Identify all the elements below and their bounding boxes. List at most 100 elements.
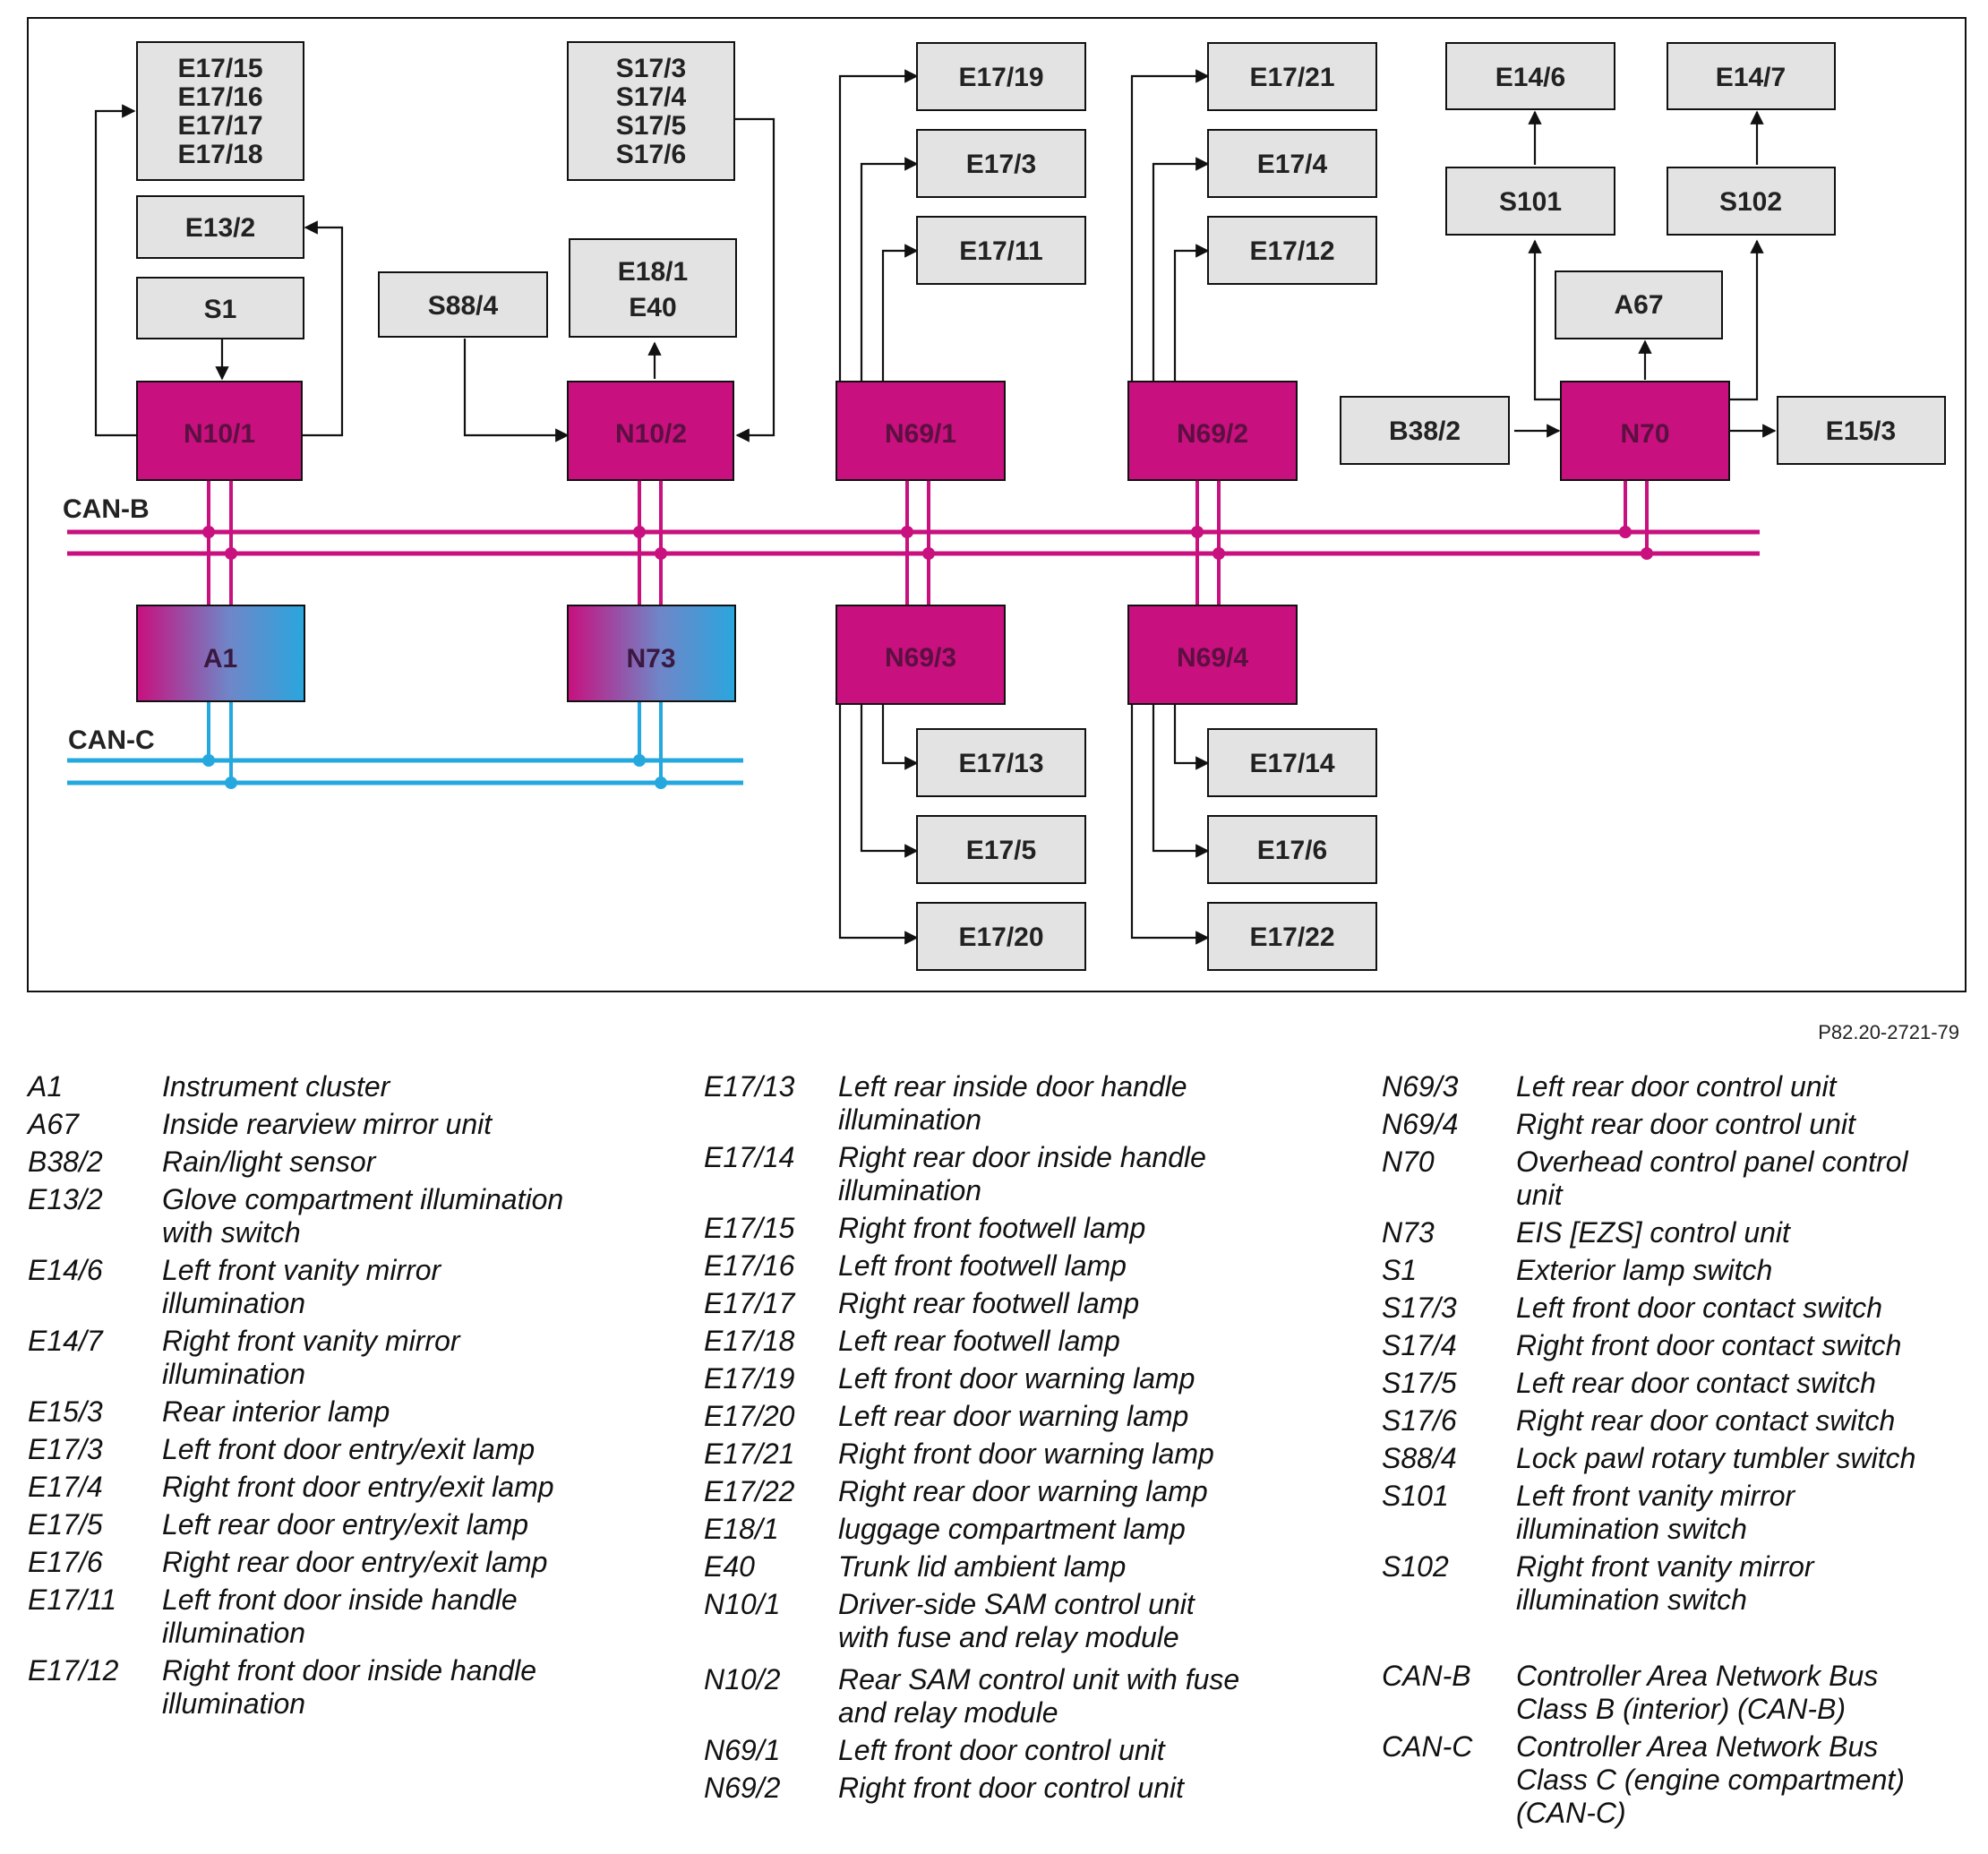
legend-description: Exterior lamp switch xyxy=(1516,1254,1773,1286)
figure-code: P82.20-2721-79 xyxy=(1818,1021,1959,1043)
legend-description: Right rear door contact switch xyxy=(1516,1404,1896,1437)
box-e17-3: E17/3 xyxy=(916,129,1086,198)
legend-code: S102 xyxy=(1382,1550,1449,1583)
legend-row: E17/19 Left front door warning lamp xyxy=(704,1362,1367,1395)
box-e17-15-group: E17/15 E17/16 E17/17 E17/18 xyxy=(136,41,304,181)
legend-code: A1 xyxy=(28,1070,64,1103)
svg-text:N69/1: N69/1 xyxy=(885,419,956,449)
svg-text:E17/5: E17/5 xyxy=(966,836,1036,865)
can-b-label: CAN-B xyxy=(63,494,150,524)
svg-text:E40: E40 xyxy=(629,293,676,322)
svg-text:E14/6: E14/6 xyxy=(1495,63,1565,92)
legend-description: Driver-side SAM control unit with fuse a… xyxy=(838,1588,1195,1653)
box-e17-20: E17/20 xyxy=(916,902,1086,971)
box-s17-group: S17/3 S17/4 S17/5 S17/6 xyxy=(567,41,735,181)
unit-n10-1: N10/1 xyxy=(136,381,303,481)
legend-description: Glove compartment illumination with swit… xyxy=(162,1183,564,1249)
legend-code: S1 xyxy=(1382,1254,1418,1286)
svg-text:S17/5: S17/5 xyxy=(616,111,686,141)
can-c-stubs xyxy=(207,701,663,783)
signal-lines xyxy=(94,69,1777,945)
legend-code: E17/12 xyxy=(28,1654,119,1687)
legend-code: S101 xyxy=(1382,1480,1449,1512)
legend-description: Left rear door control unit xyxy=(1516,1070,1837,1103)
legend-description: Left front door contact switch xyxy=(1516,1292,1883,1324)
diagram-frame xyxy=(27,17,1967,992)
svg-text:N73: N73 xyxy=(626,644,675,674)
legend-description: Left rear footwell lamp xyxy=(838,1325,1120,1357)
legend-code: S17/3 xyxy=(1382,1292,1457,1324)
legend-description: EIS [EZS] control unit xyxy=(1516,1216,1790,1249)
svg-text:S17/3: S17/3 xyxy=(616,54,686,83)
svg-text:A67: A67 xyxy=(1614,290,1663,320)
legend-code: N10/2 xyxy=(704,1663,781,1695)
legend-row: S102 Right front vanity mirror illuminati… xyxy=(1382,1550,1982,1617)
svg-text:E17/18: E17/18 xyxy=(177,140,262,169)
legend-code: E18/1 xyxy=(704,1513,779,1545)
legend-description: Rear interior lamp xyxy=(162,1395,390,1428)
box-s1: S1 xyxy=(136,277,304,339)
box-e17-11: E17/11 xyxy=(916,216,1086,285)
svg-text:E17/4: E17/4 xyxy=(1257,150,1328,179)
legend-description: Left front footwell lamp xyxy=(838,1249,1127,1282)
box-e17-21: E17/21 xyxy=(1207,42,1377,111)
svg-text:S1: S1 xyxy=(204,295,237,324)
svg-text:S17/4: S17/4 xyxy=(616,82,687,112)
legend-code: E17/21 xyxy=(704,1438,795,1470)
legend-code: N69/1 xyxy=(704,1734,781,1766)
legend-code: S17/4 xyxy=(1382,1329,1457,1361)
svg-text:E17/12: E17/12 xyxy=(1249,236,1334,266)
unit-n69-2: N69/2 xyxy=(1127,381,1298,481)
svg-text:E17/14: E17/14 xyxy=(1249,749,1334,778)
legend-code: E17/19 xyxy=(704,1362,795,1395)
box-e17-4: E17/4 xyxy=(1207,129,1377,198)
svg-text:E17/22: E17/22 xyxy=(1249,923,1334,952)
unit-n69-1: N69/1 xyxy=(835,381,1006,481)
svg-text:E15/3: E15/3 xyxy=(1826,416,1896,446)
legend-code: N69/2 xyxy=(704,1772,781,1804)
legend-code: B38/2 xyxy=(28,1146,103,1178)
can-c-junctions xyxy=(202,754,667,789)
unit-a1: A1 xyxy=(136,605,305,702)
legend-description: Right front door contact switch xyxy=(1516,1329,1902,1361)
legend-description: Right rear footwell lamp xyxy=(838,1287,1140,1319)
svg-text:E17/20: E17/20 xyxy=(958,923,1043,952)
legend-description: Right front vanity mirror illumination s… xyxy=(1516,1550,1814,1616)
legend-description: Lock pawl rotary tumbler switch xyxy=(1516,1442,1916,1474)
box-e17-12: E17/12 xyxy=(1207,216,1377,285)
legend-code: E17/18 xyxy=(704,1325,795,1357)
legend-description: Left rear door contact switch xyxy=(1516,1367,1876,1399)
svg-text:E17/3: E17/3 xyxy=(966,150,1036,179)
legend-code: A67 xyxy=(28,1108,79,1140)
unit-n69-3: N69/3 xyxy=(835,605,1006,705)
legend-code: E17/22 xyxy=(704,1475,795,1507)
legend-code: E14/6 xyxy=(28,1254,103,1286)
legend-description: Left front door entry/exit lamp xyxy=(162,1433,536,1465)
svg-text:S17/6: S17/6 xyxy=(616,140,686,169)
legend-description: Left front door warning lamp xyxy=(838,1362,1195,1395)
svg-text:E17/16: E17/16 xyxy=(177,82,262,112)
legend-description: Rain/light sensor xyxy=(162,1146,376,1178)
legend-description: Right rear door control unit xyxy=(1516,1108,1855,1140)
svg-text:N69/2: N69/2 xyxy=(1177,419,1248,449)
legend-code: E17/3 xyxy=(28,1433,103,1465)
legend-description: Trunk lid ambient lamp xyxy=(838,1550,1127,1583)
